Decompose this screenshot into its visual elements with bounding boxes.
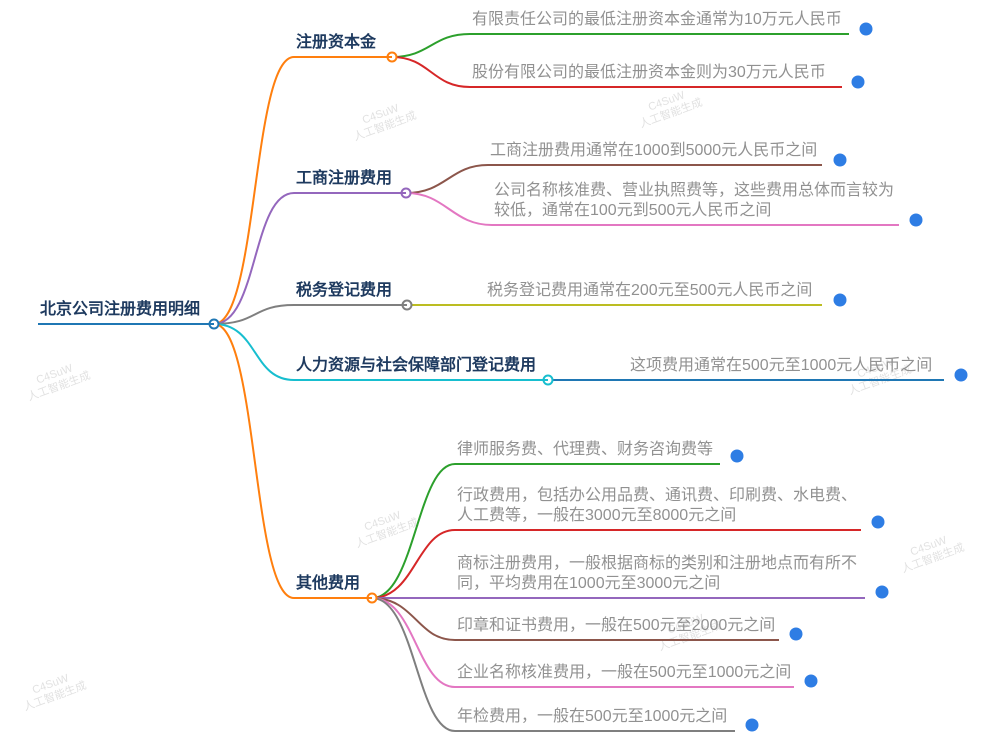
leaf-marker-icon[interactable]: [875, 585, 889, 599]
leaf-marker-icon[interactable]: [871, 515, 885, 529]
connector-root-business-registration: [213, 192, 295, 325]
branch-node-business-registration-fee[interactable]: 工商注册费用: [294, 169, 406, 194]
leaf-marker-icon[interactable]: [833, 153, 847, 167]
connector-business-cost-range: [405, 164, 489, 194]
leaf-node-admin-expense[interactable]: 行政费用，包括办公用品费、通讯费、印刷费、水电费、人工费等，一般在3000元至8…: [455, 486, 861, 531]
leaf-node-lawyer-agency-fee[interactable]: 律师服务费、代理费、财务咨询费等: [455, 440, 720, 465]
connector-root-tax-registration: [213, 304, 295, 325]
connector-root-other-fees: [213, 323, 295, 599]
branch-node-other-fees[interactable]: 其他费用: [294, 574, 372, 599]
leaf-node-tax-fee-range[interactable]: 税务登记费用通常在200元至500元人民币之间: [485, 281, 822, 306]
leaf-node-business-fee-range[interactable]: 工商注册费用通常在1000到5000元人民币之间: [488, 141, 822, 166]
root-node-title[interactable]: 北京公司注册费用明细: [38, 300, 214, 325]
leaf-node-seal-certificate-fee[interactable]: 印章和证书费用，一般在500元至2000元之间: [455, 616, 779, 641]
leaf-node-name-approval-license-fee[interactable]: 公司名称核准费、营业执照费等，这些费用总体而言较为较低，通常在100元到500元…: [492, 181, 899, 226]
connector-other-annual-check: [371, 597, 456, 732]
connector-other-lawyer: [371, 463, 456, 599]
leaf-marker-icon[interactable]: [859, 22, 873, 36]
connector-other-name-approval: [371, 597, 456, 688]
leaf-node-annual-check-fee[interactable]: 年检费用，一般在500元至1000元之间: [455, 707, 735, 732]
connector-other-admin: [371, 529, 456, 599]
leaf-marker-icon[interactable]: [833, 293, 847, 307]
leaf-marker-icon[interactable]: [789, 627, 803, 641]
branch-node-registered-capital[interactable]: 注册资本金: [294, 33, 392, 58]
leaf-marker-icon[interactable]: [909, 213, 923, 227]
connector-root-registered-capital: [213, 56, 295, 325]
branch-node-tax-registration-fee[interactable]: 税务登记费用: [294, 281, 407, 306]
branch-node-hr-social-security-fee[interactable]: 人力资源与社会保障部门登记费用: [294, 356, 548, 381]
leaf-node-llc-minimum-capital[interactable]: 有限责任公司的最低注册资本金通常为10万元人民币: [470, 10, 849, 35]
leaf-node-jsc-minimum-capital[interactable]: 股份有限公司的最低注册资本金则为30万元人民币: [470, 63, 842, 88]
connector-capital-jsc: [391, 56, 471, 88]
connector-business-name-license: [405, 192, 493, 226]
leaf-node-name-approval-fee[interactable]: 企业名称核准费用，一般在500元至1000元之间: [455, 663, 794, 688]
connector-root-hr-social-security: [213, 323, 295, 381]
connector-other-seal: [371, 597, 456, 641]
connector-capital-llc: [391, 33, 471, 58]
leaf-marker-icon[interactable]: [804, 674, 818, 688]
leaf-node-hr-fee-range[interactable]: 这项费用通常在500元至1000元人民币之间: [628, 356, 944, 381]
leaf-marker-icon[interactable]: [851, 75, 865, 89]
leaf-marker-icon[interactable]: [745, 718, 759, 732]
leaf-marker-icon[interactable]: [730, 449, 744, 463]
leaf-node-trademark-fee[interactable]: 商标注册费用，一般根据商标的类别和注册地点而有所不同，平均费用在1000元至30…: [455, 554, 865, 599]
leaf-marker-icon[interactable]: [954, 368, 968, 382]
